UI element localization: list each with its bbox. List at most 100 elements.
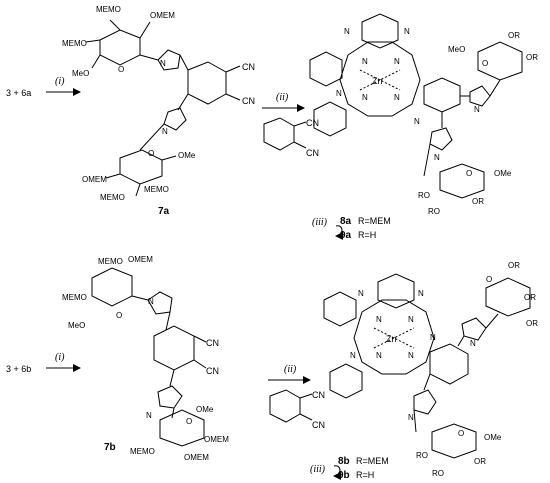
svg-text:N: N: [408, 351, 414, 360]
svg-text:N: N: [148, 297, 154, 306]
sugar-7b-upper: MEMO OMEM MEMO MeO O: [62, 255, 153, 330]
svg-text:N: N: [394, 93, 400, 102]
top-step-iii: (iii): [312, 217, 328, 228]
svg-text:O: O: [458, 429, 464, 438]
sugar-label: MEMO: [96, 5, 121, 14]
svg-text:CN: CN: [206, 338, 219, 348]
svg-text:N: N: [418, 289, 424, 298]
svg-text:N: N: [474, 105, 480, 114]
bottom-step-i: (i): [55, 352, 65, 363]
svg-text:N: N: [146, 411, 152, 420]
compound-8b: 8b: [338, 456, 350, 467]
svg-text:O: O: [486, 275, 492, 284]
compound-9a: 9a: [340, 230, 352, 241]
svg-text:N: N: [394, 57, 400, 66]
svg-text:OR: OR: [508, 261, 520, 270]
svg-text:CN: CN: [206, 366, 219, 376]
sugar-label: OMEM: [82, 175, 107, 184]
compound-7a: 7a: [158, 206, 170, 217]
svg-text:N: N: [408, 413, 414, 422]
bottom-reactants: 3 + 6b: [6, 364, 31, 374]
svg-text:MEMO: MEMO: [130, 447, 155, 456]
svg-text:RO: RO: [432, 469, 444, 478]
svg-text:CN: CN: [312, 420, 325, 430]
triazole-7a-upper: N: [157, 49, 189, 71]
svg-text:MEMO: MEMO: [62, 293, 87, 302]
svg-text:N: N: [160, 59, 166, 68]
svg-text:N: N: [336, 89, 342, 98]
svg-text:Zn: Zn: [386, 334, 397, 344]
svg-text:N: N: [362, 93, 368, 102]
zinc-label: Zn: [372, 76, 383, 86]
svg-text:OR: OR: [474, 457, 486, 466]
bottom-step-ii: (ii): [284, 364, 297, 375]
sugar-label: MEMO: [144, 185, 169, 194]
svg-text:N: N: [350, 351, 356, 360]
svg-text:OMe: OMe: [484, 433, 502, 442]
top-step-i: (i): [55, 76, 65, 87]
phthalonitrile-bottom: CN CN: [269, 389, 325, 430]
bottom-arrow-3: [333, 465, 342, 480]
benzene-7a: CN CN: [177, 61, 255, 111]
svg-text:CN: CN: [306, 118, 319, 128]
compound-7b: 7b: [104, 442, 116, 453]
svg-text:CN: CN: [312, 390, 325, 400]
top-step-ii: (ii): [276, 92, 289, 103]
svg-text:OR: OR: [524, 293, 536, 302]
svg-text:OR: OR: [472, 197, 484, 206]
svg-text:OR: OR: [526, 53, 538, 62]
phthalocyanine-bottom: N N N N Zn N N N N N O OR OR OR N OMe: [323, 261, 538, 478]
svg-text:N: N: [344, 27, 350, 36]
svg-text:OMEM: OMEM: [128, 255, 153, 264]
svg-text:N: N: [434, 153, 440, 162]
svg-text:O: O: [466, 169, 472, 178]
svg-text:O: O: [186, 417, 192, 426]
sugar-label: O: [148, 149, 154, 158]
top-reactants: 3 + 6a: [6, 88, 31, 98]
svg-text:N: N: [358, 289, 364, 298]
sugar-label: OMe: [178, 151, 196, 160]
cn-label: CN: [242, 62, 255, 72]
svg-text:MeO: MeO: [68, 321, 85, 330]
svg-text:MEMO: MEMO: [98, 257, 123, 266]
svg-text:R=H: R=H: [358, 230, 376, 240]
svg-text:OMEM: OMEM: [204, 435, 229, 444]
svg-text:R=MEM: R=MEM: [358, 216, 391, 226]
svg-text:O: O: [482, 59, 488, 68]
svg-text:N: N: [362, 57, 368, 66]
svg-text:R=MEM: R=MEM: [356, 456, 389, 466]
sugar-7a-upper: MEMO OMEM MEMO MeO O: [62, 5, 175, 78]
svg-text:N: N: [162, 127, 168, 136]
phthalonitrile-top: CN CN: [263, 117, 319, 158]
svg-text:N: N: [414, 117, 420, 126]
sugar-label: MEMO: [100, 193, 125, 202]
triazole-7a-lower: N: [139, 107, 187, 151]
sugar-7a-lower: O OMe MEMO OMEM MEMO: [82, 149, 196, 202]
svg-text:RO: RO: [416, 451, 428, 460]
svg-text:OMe: OMe: [196, 405, 214, 414]
phthalocyanine-top: N N N N Zn N N N N N MeO O OR OR N O: [309, 13, 538, 216]
top-arrow-3: [335, 225, 344, 240]
svg-text:N: N: [470, 339, 476, 348]
sugar-label: MEMO: [62, 39, 87, 48]
svg-text:MeO: MeO: [448, 45, 465, 54]
bottom-scheme: 3 + 6b (i) MEMO OMEM MEMO MeO O N CN CN: [6, 255, 538, 481]
svg-text:OMe: OMe: [494, 169, 512, 178]
svg-text:N: N: [404, 27, 410, 36]
top-scheme: 3 + 6a (i) MEMO OMEM MEMO MeO O N: [6, 5, 538, 241]
sugar-7b-lower: OMe O OMEM MEMO OMEM: [130, 405, 229, 462]
svg-text:N: N: [376, 351, 382, 360]
svg-text:CN: CN: [306, 148, 319, 158]
triazole-7b-lower: N: [146, 385, 183, 420]
svg-text:OR: OR: [526, 319, 538, 328]
cn-label: CN: [242, 96, 255, 106]
svg-text:N: N: [376, 315, 382, 324]
svg-text:OR: OR: [508, 31, 520, 40]
svg-text:OMEM: OMEM: [184, 453, 209, 462]
svg-text:O: O: [116, 311, 122, 320]
compound-8a: 8a: [340, 216, 352, 227]
sugar-label: OMEM: [150, 11, 175, 20]
triazole-7b-upper: N: [147, 291, 173, 331]
sugar-label: MeO: [72, 69, 89, 78]
